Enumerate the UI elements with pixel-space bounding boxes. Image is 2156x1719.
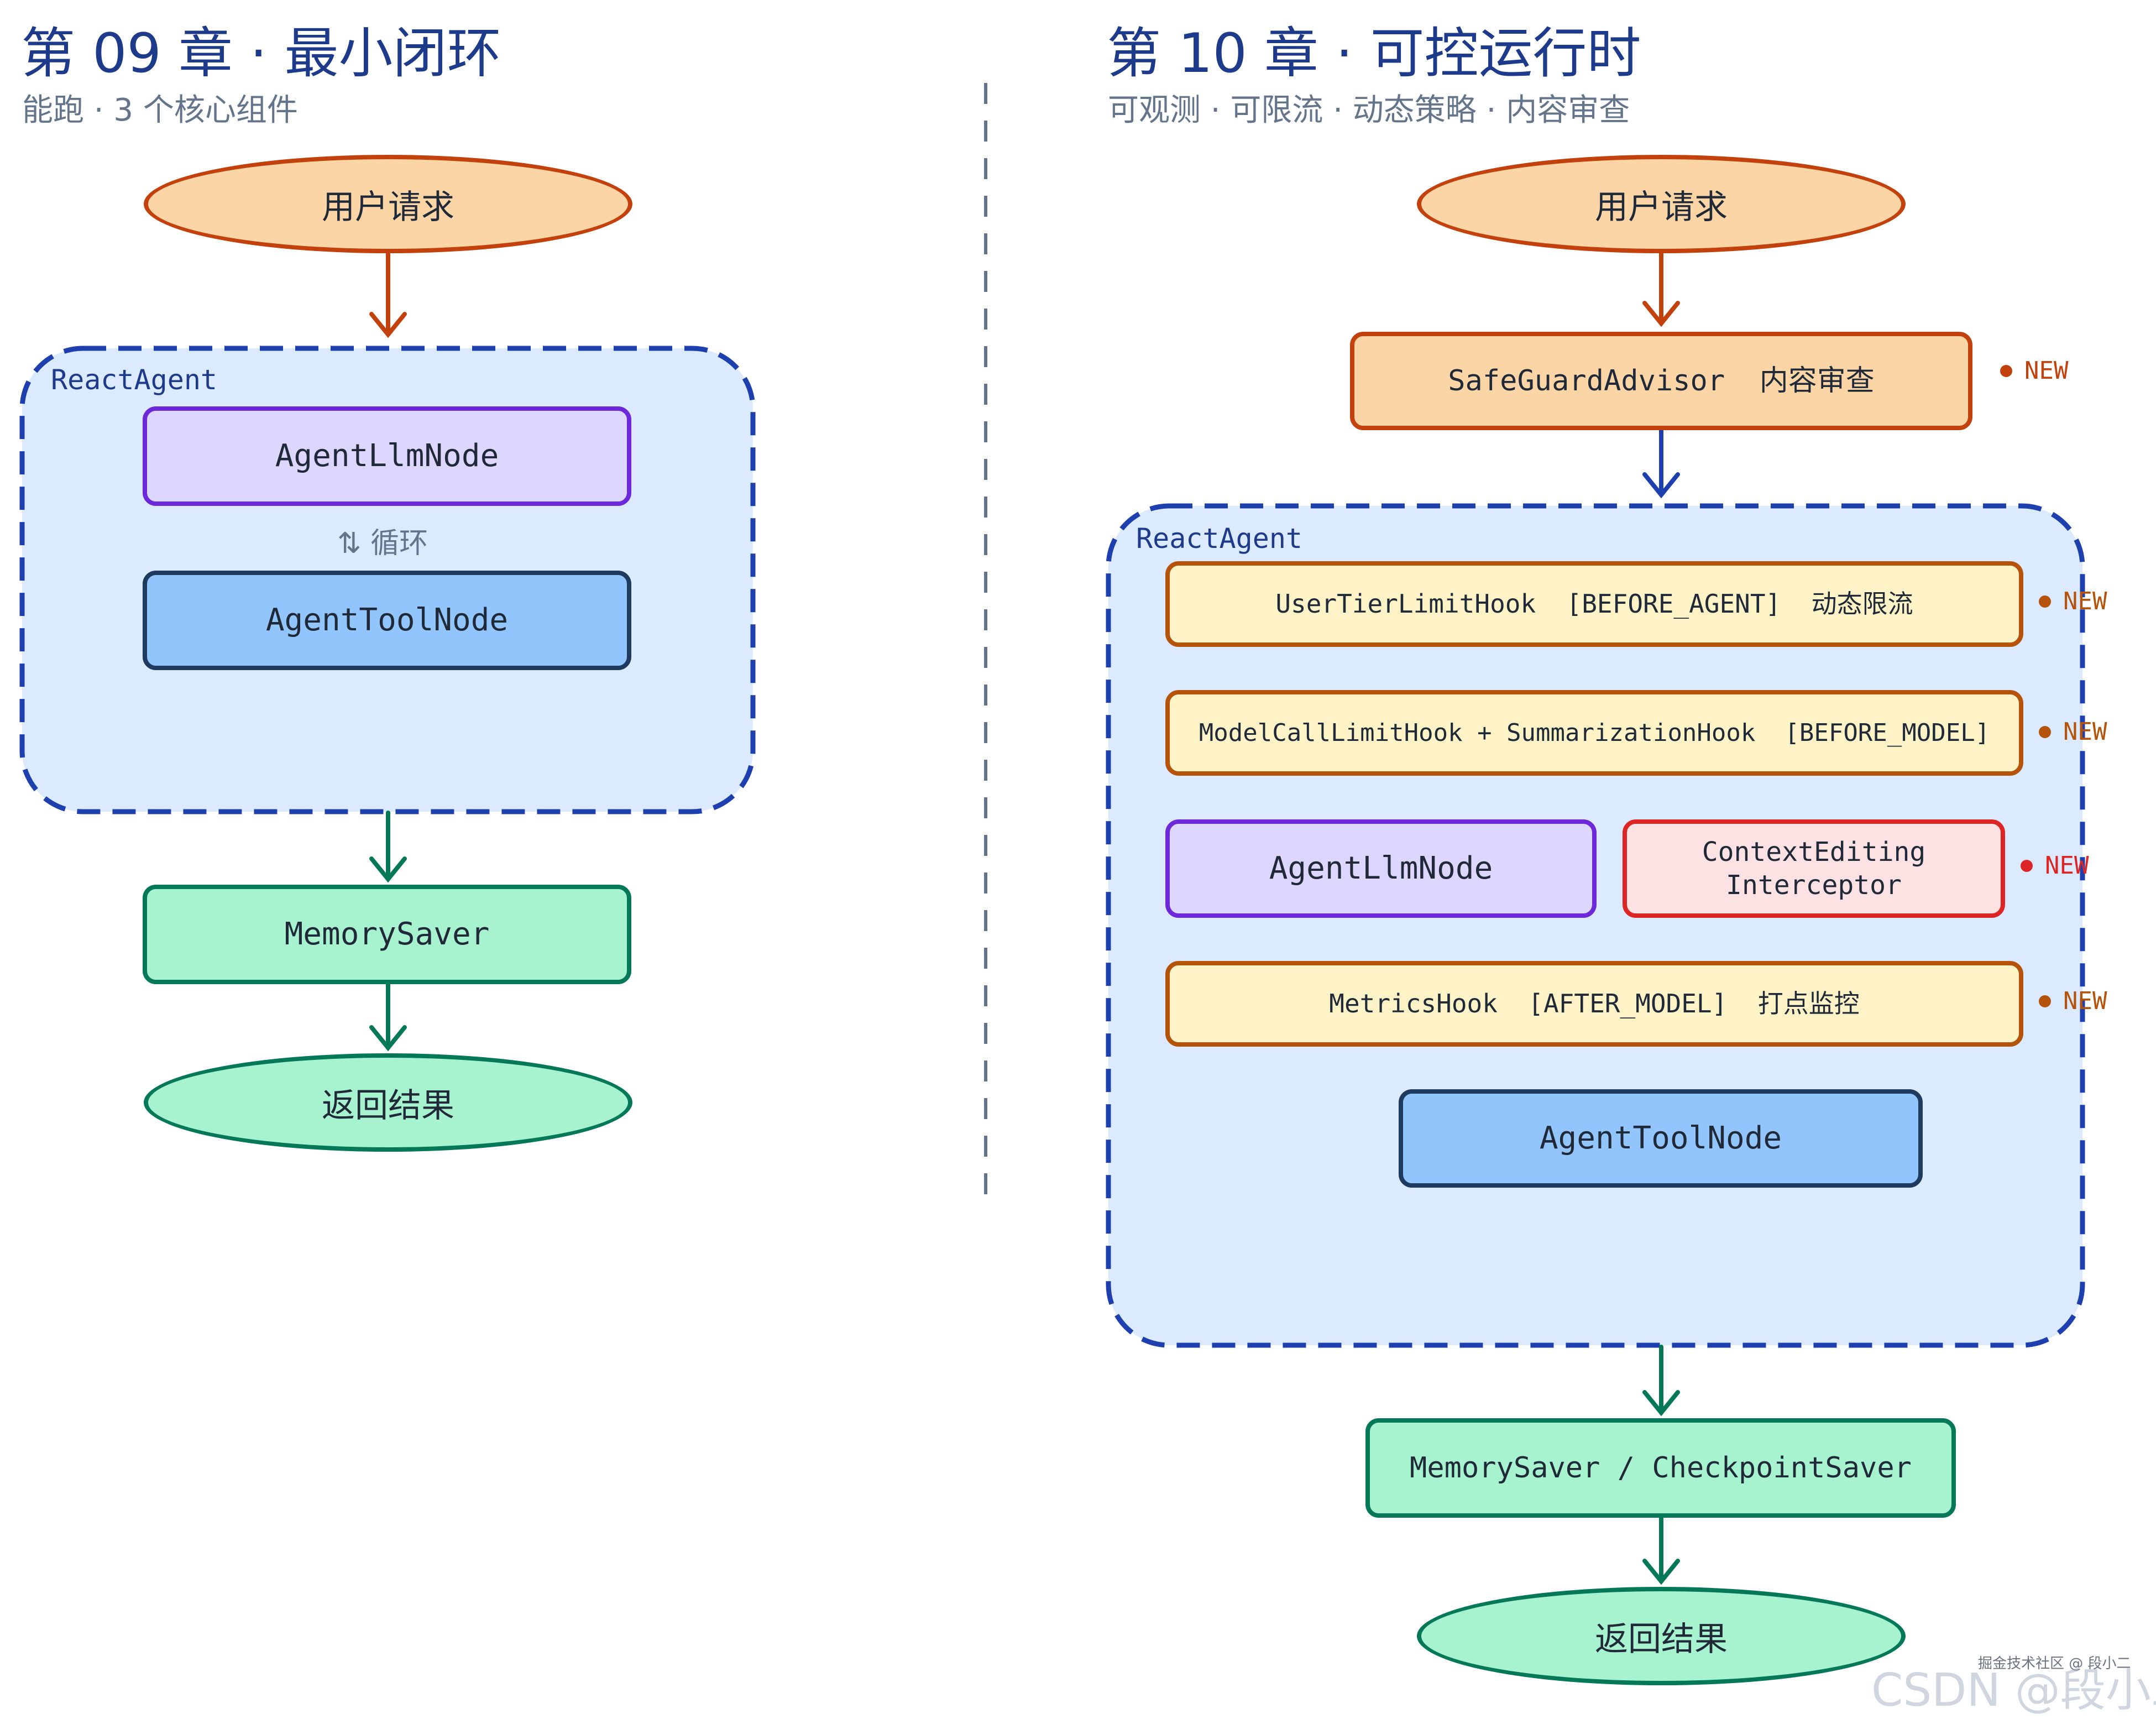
new-badge-label: NEW (2063, 587, 2107, 615)
watermark-juejin: 掘金技术社区 @ 段小二 (1978, 1655, 2131, 1672)
left-subtitle: 能跑 · 3 个核心组件 (22, 92, 298, 128)
left-start-node: 用户请求 (144, 155, 632, 253)
new-badge-context-editing: NEW (2021, 851, 2089, 880)
model-call-limit-hook-node: ModelCallLimitHook + SummarizationHook [… (1165, 690, 2023, 776)
arrow-left-memory-to-result (369, 981, 407, 1052)
new-badge-label: NEW (2063, 718, 2107, 746)
left-loop-label: ⇅ 循环 (337, 527, 428, 560)
new-badge-label: NEW (2045, 851, 2089, 880)
right-title: 第 10 章 · 可控运行时 (1107, 22, 1641, 85)
arrow-right-memory-to-result (1642, 1516, 1680, 1585)
new-dot-icon (2000, 364, 2012, 377)
new-badge-metrics: NEW (2039, 987, 2107, 1015)
new-dot-icon (2039, 725, 2051, 738)
new-badge-safeguard: NEW (2000, 357, 2068, 385)
new-badge-label: NEW (2063, 987, 2107, 1015)
new-badge-user-tier: NEW (2039, 587, 2107, 615)
new-badge-label: NEW (2024, 357, 2069, 385)
right-end-node: 返回结果 (1417, 1587, 1906, 1685)
left-container-label: ReactAgent (51, 364, 218, 396)
right-start-node: 用户请求 (1417, 155, 1906, 253)
new-dot-icon (2039, 595, 2051, 608)
arrow-left-request-to-agent (369, 251, 407, 338)
right-llm-node: AgentLlmNode (1165, 819, 1597, 918)
arrow-right-request-to-safeguard (1642, 251, 1680, 327)
right-memory-node: MemorySaver / CheckpointSaver (1365, 1418, 1956, 1518)
left-title: 第 09 章 · 最小闭环 (21, 22, 501, 85)
new-badge-model-call: NEW (2039, 718, 2107, 746)
arrow-right-agent-to-memory (1642, 1345, 1680, 1417)
left-llm-node: AgentLlmNode (143, 406, 631, 506)
arrow-left-agent-to-memory (369, 811, 407, 883)
metrics-hook-node: MetricsHook [AFTER_MODEL] 打点监控 (1165, 961, 2023, 1047)
right-container-label: ReactAgent (1136, 523, 1303, 555)
left-tool-node: AgentToolNode (143, 571, 631, 670)
new-dot-icon (2039, 995, 2051, 1007)
watermark-csdn: CSDN @段小二 (1871, 1664, 2156, 1717)
left-memory-node: MemorySaver (143, 885, 631, 984)
right-subtitle: 可观测 · 可限流 · 动态策略 · 内容审查 (1108, 92, 1630, 128)
user-tier-limit-hook-node: UserTierLimitHook [BEFORE_AGENT] 动态限流 (1165, 561, 2023, 647)
safeguard-advisor-node: SafeGuardAdvisor 内容审查 (1350, 332, 1972, 430)
left-end-node: 返回结果 (144, 1053, 632, 1152)
new-dot-icon (2021, 859, 2033, 872)
right-tool-node: AgentToolNode (1399, 1089, 1923, 1188)
context-editing-interceptor-node: ContextEditing Interceptor (1623, 819, 2005, 918)
arrow-right-safeguard-to-agent (1642, 428, 1680, 499)
